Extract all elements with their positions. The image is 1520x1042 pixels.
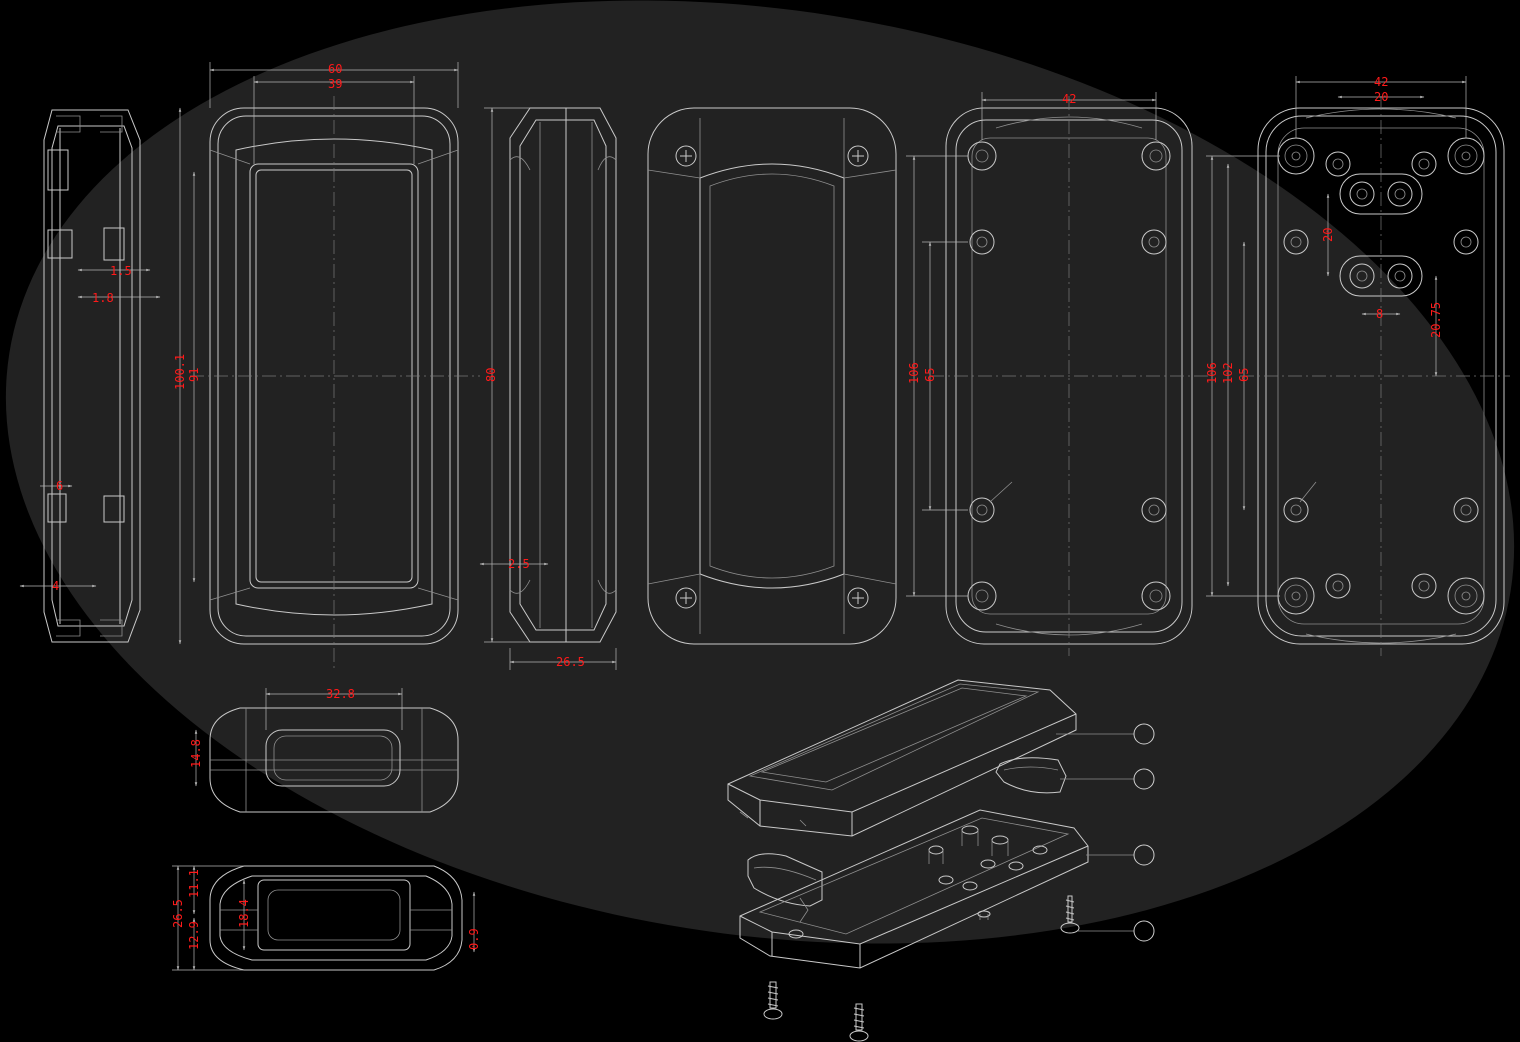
screw-icon (675, 587, 697, 609)
mounting-bosses (1277, 137, 1485, 615)
dim-section-upper: 11.1 (187, 869, 201, 898)
dim-lid-height-outer: 106 (907, 362, 921, 384)
double-boss-upper (1339, 173, 1423, 215)
dim-section-inner: 18.4 (237, 899, 251, 928)
dim-section-lower: 12.9 (187, 921, 201, 950)
dim-base-height-3: 65 (1237, 368, 1251, 382)
base-bosses (788, 825, 1048, 939)
side-view: 80 2.5 26.5 (479, 107, 617, 670)
boss-circles (967, 141, 1171, 611)
part-balloon (1133, 920, 1155, 942)
screw-icon (1060, 895, 1080, 934)
screw-icon (763, 981, 783, 1020)
dim-side-view-offset: 2.5 (508, 557, 530, 571)
dim-base-width-outer: 42 (1374, 75, 1388, 89)
dim-section-wall: 0.9 (467, 928, 481, 950)
dim-side-3: 6 (56, 479, 63, 493)
lid-inner-view: 42 106 65 (906, 92, 1210, 656)
screw-icon (977, 910, 991, 920)
plain-lid-view (647, 107, 897, 645)
dim-top-width: 32.8 (326, 687, 355, 701)
dim-base-spacing: 20 (1321, 228, 1335, 242)
dim-base-offset: 20.75 (1429, 302, 1443, 338)
part-balloon (1133, 768, 1155, 790)
part-balloon (1133, 844, 1155, 866)
dim-side-2: 1.8 (92, 291, 114, 305)
exploded-assembly (727, 679, 1155, 1042)
dim-lid-height-inner: 65 (923, 368, 937, 382)
screw-icon (675, 145, 697, 167)
dim-base-height-2: 102 (1221, 362, 1235, 384)
base-inner-view: 42 20 106 102 65 20 8 20.75 (1205, 75, 1510, 656)
dim-base-hole: 8 (1376, 307, 1383, 321)
dim-front-height-inner: 91 (187, 368, 201, 382)
screw-icon (847, 145, 869, 167)
dim-lid-width: 42 (1062, 92, 1076, 106)
dim-front-width-outer: 60 (328, 62, 342, 76)
screw-icon (847, 587, 869, 609)
dim-side-view-depth: 26.5 (556, 655, 585, 669)
dim-base-height-1: 106 (1205, 362, 1219, 384)
dim-side-view-height: 80 (484, 368, 498, 382)
dim-section-total: 26.5 (171, 899, 185, 928)
screw-icon (849, 1003, 869, 1042)
dim-top-height: 14.8 (189, 739, 203, 768)
side-section-view: 1.5 1.8 6 4 (19, 109, 161, 643)
dim-side-1: 1.5 (110, 264, 132, 278)
dim-base-width-inner: 20 (1374, 90, 1388, 104)
end-section-view: 26.5 11.1 12.9 18.4 0.9 (171, 865, 481, 971)
dim-side-4: 4 (52, 579, 59, 593)
front-view: 60 39 100.1 91 (173, 62, 480, 668)
part-balloon (1133, 723, 1155, 745)
top-view: 32.8 14.8 (189, 687, 459, 813)
dim-front-height-outer: 100.1 (173, 354, 187, 390)
dim-front-width-inner: 39 (328, 77, 342, 91)
